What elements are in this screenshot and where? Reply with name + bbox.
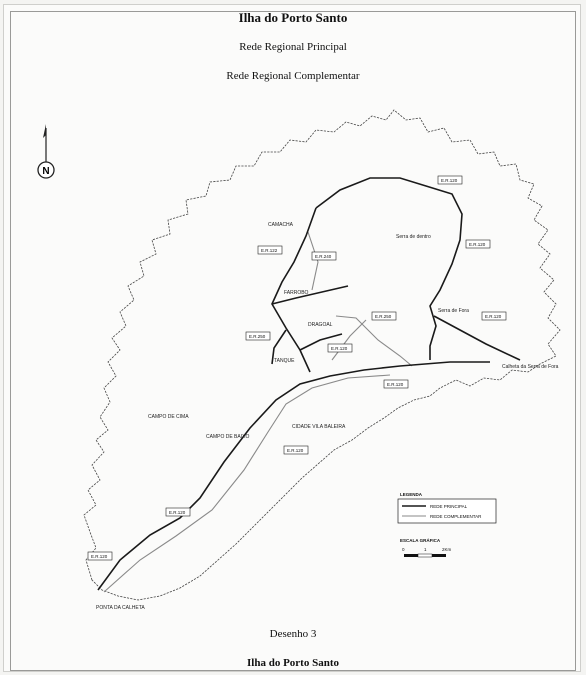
- scale-tick-2: 2Km: [442, 547, 452, 552]
- road-label-er120-a: E.R.120: [437, 175, 463, 185]
- svg-text:E.R.120: E.R.120: [331, 346, 348, 351]
- north-arrow-icon: N: [37, 124, 55, 179]
- road-label-er120-h: E.R.120: [87, 551, 113, 561]
- legend-title: LEGENDA: [400, 492, 423, 497]
- svg-text:E.R.120: E.R.120: [287, 448, 304, 453]
- scale-bar: [404, 553, 446, 558]
- label-ponta-da-calheta: PONTA DA CALHETA: [96, 605, 145, 611]
- label-serra-de-fora: Serra de Fora: [438, 308, 469, 314]
- label-campo-de-cima: CAMPO DE CIMA: [148, 414, 189, 420]
- map-subtitle-complementar: Rede Regional Complementar: [226, 70, 360, 82]
- scale-tick-0: 0: [402, 547, 405, 552]
- legend-principal-label: REDE PRINCIPAL: [430, 504, 468, 509]
- map-legend: LEGENDA REDE PRINCIPAL REDE COMPLEMENTAR…: [397, 492, 497, 558]
- island-coastline: [83, 109, 561, 601]
- svg-text:E.R.250: E.R.250: [249, 334, 266, 339]
- label-camacha: CAMACHA: [268, 222, 294, 228]
- label-calheta-serra-de-fora: Calheta da Serra de Fora: [502, 364, 559, 370]
- label-serra-de-dentro: Serra de dentro: [396, 234, 431, 240]
- svg-text:E.R.120: E.R.120: [387, 382, 404, 387]
- map-title: Ilha do Porto Santo: [238, 10, 348, 25]
- map-subtitle-principal: Rede Regional Principal: [239, 41, 347, 53]
- label-tanque: TANQUE: [274, 358, 295, 364]
- svg-text:E.R.122: E.R.122: [261, 248, 278, 253]
- svg-text:E.R.120: E.R.120: [169, 510, 186, 515]
- road-label-er250-b: E.R.250: [245, 331, 271, 341]
- legend-complementar-label: REDE COMPLEMENTAR: [430, 514, 482, 519]
- road-label-er250: E.R.250: [371, 311, 397, 321]
- svg-text:E.R.250: E.R.250: [375, 314, 392, 319]
- scale-tick-1: 1: [424, 547, 427, 552]
- rede-principal: [97, 177, 521, 591]
- map-frame: [10, 11, 576, 671]
- north-letter: N: [42, 166, 49, 177]
- label-farrobo: FARROBO: [284, 290, 309, 296]
- svg-text:E.R.240: E.R.240: [315, 254, 332, 259]
- footer-island-name: Ilha do Porto Santo: [247, 657, 339, 669]
- road-label-er122: E.R.122: [257, 245, 283, 255]
- label-dragoal: DRAGOAL: [308, 322, 333, 328]
- road-label-er120-f: E.R.120: [283, 445, 309, 455]
- road-label-er120-c: E.R.120: [481, 311, 507, 321]
- svg-text:E.R.120: E.R.120: [485, 314, 502, 319]
- road-label-er120-b: E.R.120: [465, 239, 491, 249]
- road-label-er120-e: E.R.120: [383, 379, 409, 389]
- drawing-label: Desenho 3: [269, 628, 317, 640]
- label-cidade-vila-baleira: CIDADE VILA BALEIRA: [292, 424, 346, 430]
- label-campo-de-baixo: CAMPO DE BAIXO: [206, 434, 249, 440]
- svg-text:E.R.120: E.R.120: [469, 242, 486, 247]
- rede-complementar: [103, 231, 413, 593]
- road-label-er120-g: E.R.120: [165, 507, 191, 517]
- road-label-er120-d: E.R.120: [327, 343, 353, 353]
- scale-title: ESCALA GRÁFICA: [400, 537, 441, 543]
- svg-text:E.R.120: E.R.120: [441, 178, 458, 183]
- svg-text:E.R.120: E.R.120: [91, 554, 108, 559]
- road-label-er240: E.R.240: [311, 251, 337, 261]
